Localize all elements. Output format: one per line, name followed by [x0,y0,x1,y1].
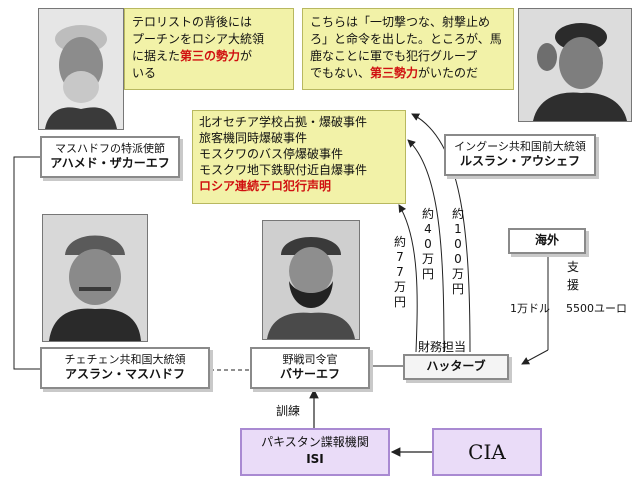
envoy-title: マスハドフの特派使節 [55,142,165,155]
envoy-name: アハメド・ザカーエフ [50,156,170,170]
cia-box: CIA [432,428,542,476]
training-label: 訓練 [276,404,301,418]
incidents-bubble: 北オセチア学校占拠・爆破事件 旅客機同時爆破事件 モスクワのバス停爆破事件 モス… [192,110,406,204]
maskhadov-title: チェチェン共和国大統領 [64,353,186,366]
overseas-box: 海外 [508,228,586,254]
maskhadov-photo [42,214,148,342]
bubble-right-line3: 鹿なことに軍でも犯行グループ [310,49,478,63]
ingush-title: イングーシ共和国前大統領 [454,140,586,153]
speech-bubble-aushev: こちらは「一切撃つな、射撃止め ろ」と命令を出した。ところが、馬 鹿なことに軍で… [302,8,514,90]
ingush-box: イングーシ共和国前大統領 ルスラン・アウシェフ [444,134,596,176]
basayev-title: 野戦司令官 [282,353,338,366]
isi-line2: ISI [306,452,324,466]
euro-label: 5500ユーロ [566,302,627,315]
bubble-right-line2: ろ」と命令を出した。ところが、馬 [310,32,502,46]
bubble-left-line3-post: が [240,49,253,63]
bubble-left-line3: に据えた第三の勢力が [132,48,286,65]
maskhadov-name: アスラン・マスハドフ [64,367,185,381]
incident-item: モスクワ地下鉄駅付近自爆事件 [199,163,368,177]
basayev-name: バサーエフ [279,367,340,381]
bubble-right-line4: でもない、第三勢力がいたのだ [310,65,506,82]
incident-item: モスクワのバス停爆破事件 [199,147,344,161]
isi-box: パキスタン諜報機関 ISI [240,428,390,476]
one-man-dollar-label: 1万ドル [510,302,550,315]
cia-name: CIA [468,440,506,464]
yen-40-label: 約40万円 [421,207,434,281]
khattab-name: ハッターブ [426,359,486,373]
khattab-box: ハッターブ [403,354,509,380]
isi-line1: パキスタン諜報機関 [261,435,369,449]
third-power-highlight: 第三の勢力 [180,49,241,63]
zakayev-photo [38,8,124,130]
overseas-name: 海外 [534,233,559,247]
third-power-highlight-right: 第三勢力 [370,66,419,80]
funding-arrow-77 [398,204,418,353]
aushev-photo [518,8,632,122]
incident-item: 旅客機同時爆破事件 [199,131,308,145]
incident-item: 北オセチア学校占拠・爆破事件 [199,115,368,129]
basayev-photo [262,220,360,340]
maskhadov-box: チェチェン共和国大統領 アスラン・マスハドフ [40,347,210,389]
envoy-maskhadov-line [13,156,40,370]
ingush-name: ルスラン・アウシェフ [459,154,580,168]
bubble-left-line2: プーチンをロシア大統領 [132,32,265,46]
bubble-left-line1: テロリストの背後には [132,15,253,29]
yen-100-label: 約100万円 [451,207,464,296]
terror-claim-highlight: ロシア連続テロ犯行声明 [199,179,332,193]
finance-label: 財務担当 [418,340,467,354]
basayev-box: 野戦司令官 バサーエフ [250,347,370,389]
speech-bubble-zakayev: テロリストの背後には プーチンをロシア大統領 に据えた第三の勢力が いる [124,8,294,90]
bubble-right-line1: こちらは「一切撃つな、射撃止め [310,15,491,29]
support-label: 支援 [566,260,579,292]
yen-77-label: 約77万円 [393,235,406,309]
bubble-left-line3-pre: に据えた [132,49,181,63]
funding-arrow-100 [411,113,471,353]
funding-arrow-40 [407,139,445,353]
bubble-right-line4-post: がいたのだ [418,66,479,80]
envoy-box: マスハドフの特派使節 アハメド・ザカーエフ [40,136,180,178]
bubble-right-line4-pre: でもない、 [310,66,371,80]
bubble-left-line4: いる [132,66,157,80]
